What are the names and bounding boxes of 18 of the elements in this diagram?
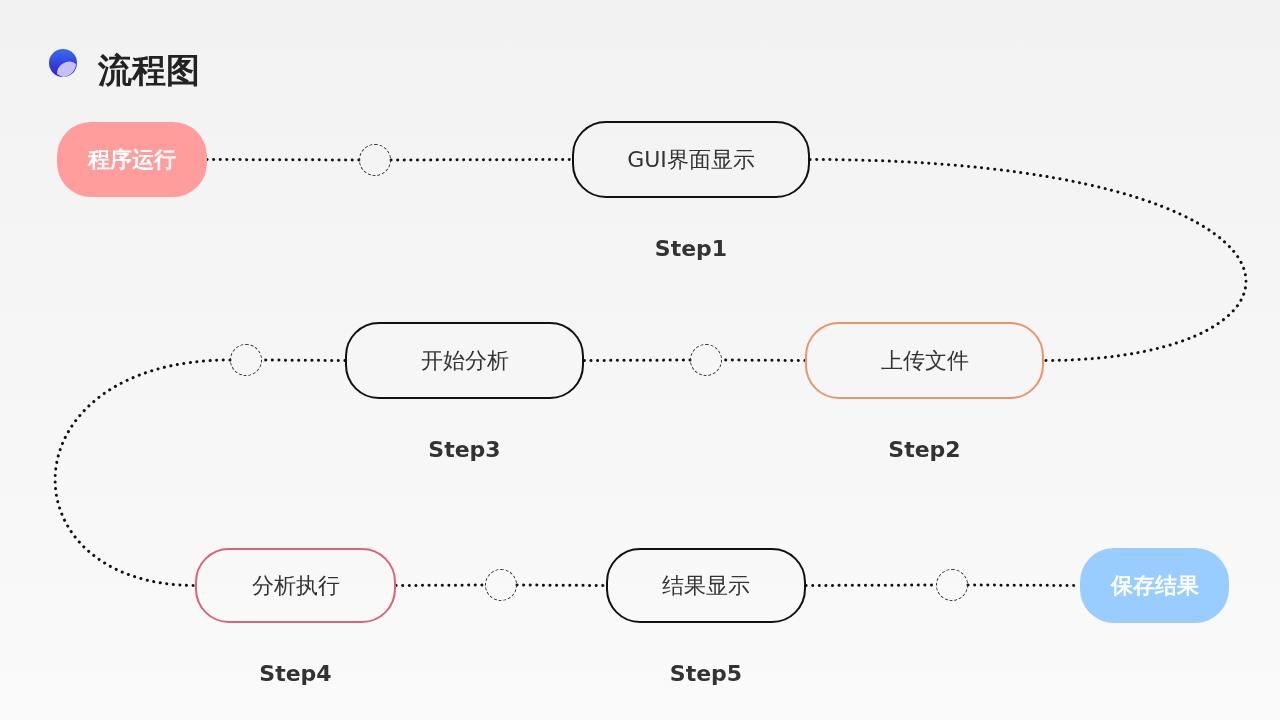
step-label: Step1 xyxy=(654,235,728,261)
step-label: Step2 xyxy=(888,436,961,462)
process-box: 保存结果 xyxy=(1080,548,1229,623)
process-box: 程序运行 xyxy=(57,122,207,197)
process-box: GUI界面显示 xyxy=(572,121,810,198)
process-box: 开始分析 xyxy=(345,322,584,399)
process-box: 结果显示 xyxy=(606,548,806,623)
dotted-connector xyxy=(389,158,574,162)
process-box: 分析执行 xyxy=(195,548,396,623)
dotted-connector xyxy=(53,358,232,587)
dotted-connector xyxy=(205,158,361,162)
step-label: Step5 xyxy=(669,660,743,686)
process-box: 上传文件 xyxy=(805,322,1044,399)
title: 流程图 xyxy=(98,49,200,92)
step-label: Step3 xyxy=(428,436,501,462)
dotted-connector xyxy=(582,358,692,362)
dotted-connector xyxy=(808,158,1248,362)
step-label: Step4 xyxy=(259,660,332,686)
